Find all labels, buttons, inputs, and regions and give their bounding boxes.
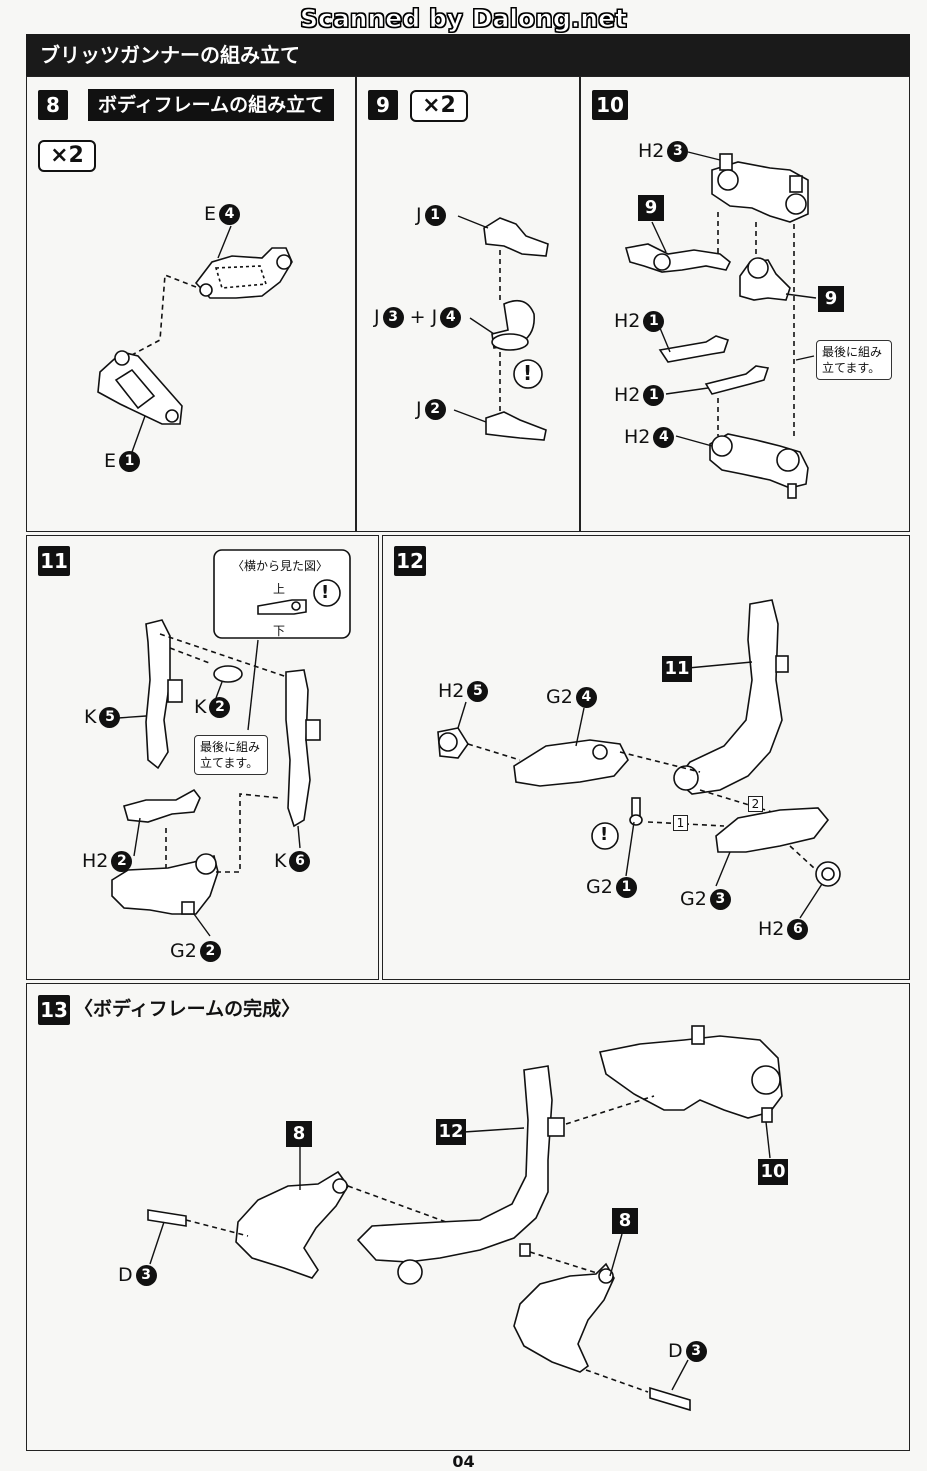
step13-part-10 (599, 1025, 783, 1123)
step12-part-h2-6 (815, 861, 841, 887)
step8-part-e1 (97, 350, 183, 425)
divider-8-9 (355, 76, 357, 532)
step11-part-h2-2 (123, 788, 201, 823)
step10-part-h2-4 (709, 433, 809, 499)
step13-ref-12: 12 (436, 1119, 466, 1145)
step11-part-k2 (213, 665, 243, 683)
step12-ref-11: 11 (662, 656, 692, 682)
step11-note: 最後に組み立てます。 (194, 735, 268, 775)
panel-13-frame (26, 983, 910, 1451)
step11-part-g2-2 (111, 853, 219, 915)
step8-number: 8 (38, 90, 68, 120)
page-header: ブリッツガンナーの組み立て (26, 34, 910, 76)
step11-part-k5 (145, 619, 183, 770)
step13-part-8a (235, 1170, 349, 1279)
step12-part-g2-4 (513, 739, 629, 787)
step12-order-1: 1 (673, 815, 688, 831)
step13-part-d3a (147, 1209, 187, 1227)
side-view-up: 上 (273, 582, 286, 596)
step12-part-11 (673, 599, 789, 795)
step12-order-2: 2 (748, 796, 763, 812)
step11-number: 11 (38, 546, 70, 576)
scan-watermark: Scanned by Dalong.net (299, 4, 627, 34)
step10-part-h2-1a (658, 335, 730, 363)
step8-title: ボディフレームの組み立て (88, 89, 335, 121)
panel-11-frame (26, 535, 379, 980)
side-view-title: 〈横から見た図〉 (232, 559, 329, 573)
step8-guide (127, 273, 197, 358)
step9-part-j1 (483, 217, 549, 257)
step10-part-h2-1b (704, 365, 770, 395)
step10-ref-9a: 9 (638, 195, 664, 221)
side-view-down: 下 (273, 624, 286, 638)
step13-title: 〈ボディフレームの完成〉 (74, 998, 301, 1020)
panel-12-frame (382, 535, 910, 980)
step9-number: 9 (368, 90, 398, 120)
warning-mark-step9: ! (523, 361, 533, 385)
warning-mark-step12: ! (600, 824, 609, 845)
step10-number: 10 (592, 90, 628, 120)
row1-frame (26, 76, 910, 532)
step12-number: 12 (394, 546, 426, 576)
step8-multiplier: ×2 (38, 140, 96, 172)
step11-part-k6 (285, 669, 321, 828)
step9-multiplier: ×2 (410, 90, 468, 122)
divider-9-10 (579, 76, 581, 532)
step10-part-h2-3 (711, 153, 809, 223)
warning-mark-step11: ! (321, 582, 330, 603)
step12-part-h2-5 (437, 727, 469, 759)
step12-part-g2-1 (629, 797, 643, 826)
step13-part-8b (513, 1262, 615, 1373)
step13-part-d3b (649, 1386, 691, 1412)
step10-ref-9b: 9 (818, 286, 844, 312)
step13-ref-8a: 8 (286, 1121, 312, 1147)
step10-note: 最後に組み立てます。 (816, 340, 892, 380)
step12-part-g2-3 (715, 807, 830, 853)
step9-part-j2 (485, 411, 547, 441)
step13-number: 13 (38, 995, 70, 1025)
page-number: 04 (452, 1452, 475, 1471)
warning-icon-step12 (591, 822, 619, 850)
step8-part-e4 (194, 247, 293, 299)
step13-ref-8b: 8 (612, 1208, 638, 1234)
step13-ref-10: 10 (758, 1159, 788, 1185)
step13-part-12 (356, 1065, 565, 1285)
step11-side-view (213, 549, 351, 731)
warning-icon-step9 (513, 359, 543, 389)
step10-part-9b (739, 257, 791, 301)
step10-part-9a (624, 243, 732, 273)
step9-part-j34 (491, 299, 535, 351)
